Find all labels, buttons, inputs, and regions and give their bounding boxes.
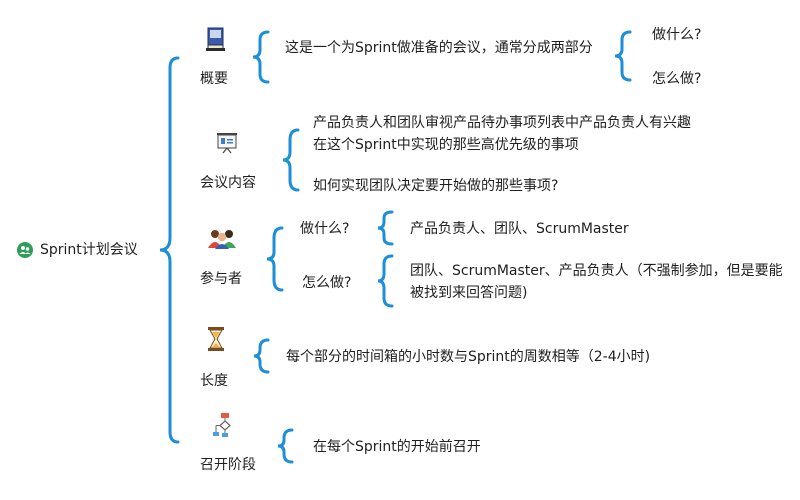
- root-brace: [159, 56, 180, 444]
- participants-q2-brace: [377, 254, 394, 308]
- length-title: 长度: [200, 373, 228, 389]
- presentation-board-icon: [215, 132, 239, 158]
- content-item-2: 如何实现团队决定要开始做的那些事项?: [313, 178, 559, 194]
- participants-title: 参与者: [200, 271, 242, 287]
- overview-text: 这是一个为Sprint做准备的会议，通常分成两部分: [285, 40, 593, 56]
- participants-q1-brace: [377, 210, 394, 246]
- length-brace: [253, 338, 270, 374]
- team-icon: [207, 228, 237, 254]
- root-label: Sprint计划会议: [40, 242, 138, 258]
- flowchart-icon: [212, 412, 238, 444]
- timing-brace: [277, 428, 294, 464]
- overview-title: 概要: [200, 71, 228, 87]
- overview-sub-brace: [614, 30, 632, 82]
- content-item-1: 产品负责人和团队审视产品待办事项列表中产品负责人有兴趣在这个Sprint中实现的…: [313, 115, 691, 153]
- overview-brace: [252, 30, 270, 84]
- timing-text: 在每个Sprint的开始前召开: [313, 439, 481, 455]
- people-badge-icon: [16, 241, 34, 263]
- book-icon: [205, 26, 227, 56]
- participants-brace: [266, 226, 284, 292]
- content-brace: [282, 128, 300, 192]
- overview-sub-what: 做什么?: [652, 27, 702, 43]
- content-title: 会议内容: [200, 175, 256, 191]
- timing-title: 召开阶段: [200, 457, 256, 473]
- participants-a2: 团队、ScrumMaster、产品负责人（不强制参加，但是要能被找到来回答问题): [410, 263, 783, 301]
- participants-q2: 怎么做?: [302, 275, 352, 291]
- hourglass-icon: [206, 326, 226, 356]
- participants-a1: 产品负责人、团队、ScrumMaster: [410, 221, 629, 237]
- participants-q1: 做什么?: [300, 221, 350, 237]
- length-text: 每个部分的时间箱的小时数与Sprint的周数相等（2-4小时): [286, 349, 651, 365]
- overview-sub-how: 怎么做?: [652, 71, 702, 87]
